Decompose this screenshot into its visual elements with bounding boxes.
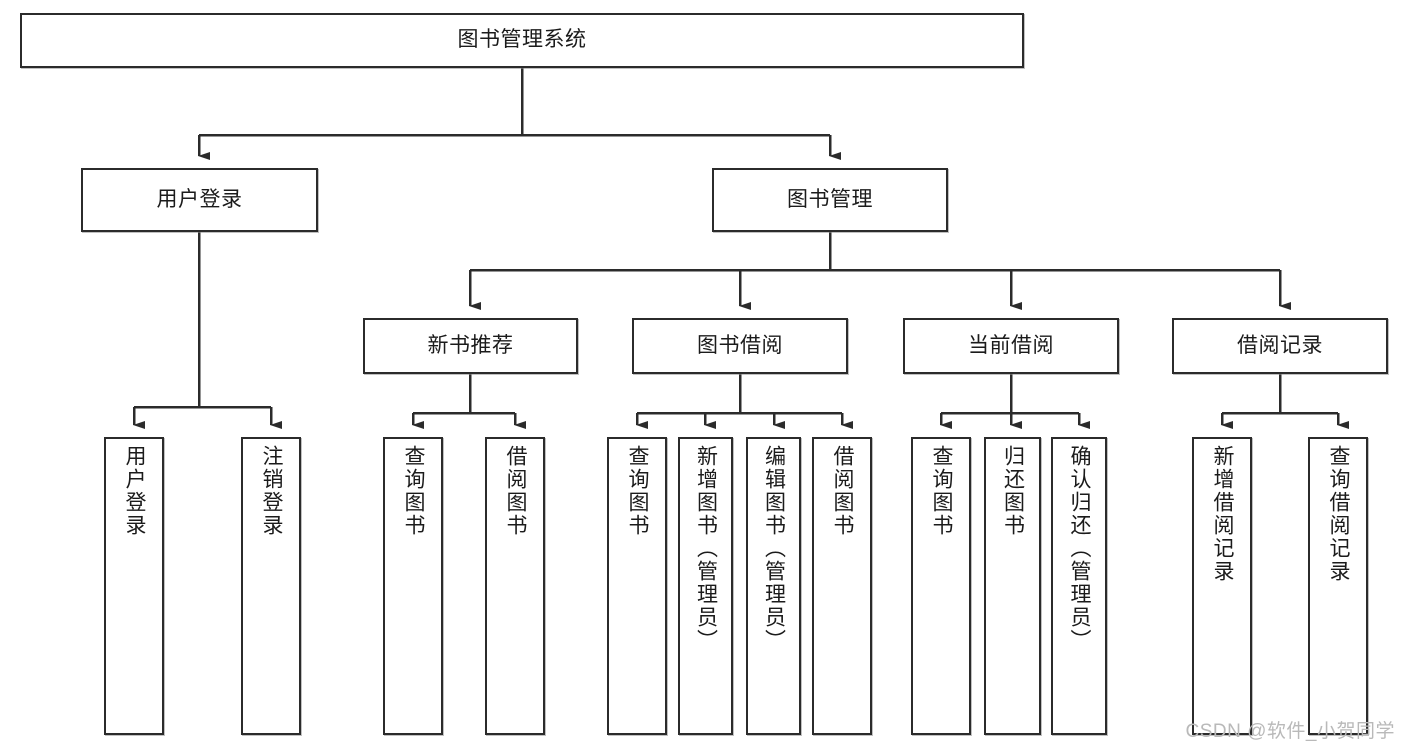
node-label: 借阅记录	[1237, 333, 1323, 357]
node-label: 新增图书（管理员）	[694, 445, 718, 652]
node-label: 图书管理	[787, 187, 873, 211]
node-label: 用户登录	[123, 445, 147, 537]
node-leaf-add-borrow-record[interactable]: 新增借阅记录	[1192, 437, 1252, 735]
watermark: CSDN @软件_小贺同学	[1185, 721, 1395, 742]
node-leaf-query-borrow-record[interactable]: 查询借阅记录	[1308, 437, 1368, 735]
node-label: 图书管理系统	[457, 28, 587, 52]
node-borrow-record[interactable]: 借阅记录	[1172, 318, 1388, 374]
node-leaf-return-book[interactable]: 归还图书	[984, 437, 1041, 735]
node-user-login[interactable]: 用户登录	[81, 168, 318, 232]
node-book-management[interactable]: 图书管理	[712, 168, 948, 232]
node-label: 新书推荐	[427, 333, 514, 357]
node-label: 查询图书	[402, 445, 426, 537]
node-book-borrow[interactable]: 图书借阅	[632, 318, 848, 374]
node-label: 新增借阅记录	[1211, 445, 1235, 583]
node-current-borrow[interactable]: 当前借阅	[903, 318, 1119, 374]
node-label: 查询图书	[626, 445, 650, 537]
node-leaf-query-book-newbook[interactable]: 查询图书	[383, 437, 443, 735]
node-label: 确认归还（管理员）	[1068, 445, 1092, 652]
node-leaf-borrow-book[interactable]: 借阅图书	[812, 437, 872, 735]
node-label: 借阅图书	[831, 445, 855, 537]
node-new-book-recommendation[interactable]: 新书推荐	[363, 318, 578, 374]
node-leaf-add-book-admin[interactable]: 新增图书（管理员）	[678, 437, 733, 735]
node-leaf-logout[interactable]: 注销登录	[241, 437, 301, 735]
node-label: 归还图书	[1001, 445, 1025, 537]
node-leaf-query-book-current[interactable]: 查询图书	[911, 437, 971, 735]
node-leaf-query-book-borrow[interactable]: 查询图书	[607, 437, 667, 735]
node-label: 借阅图书	[504, 445, 528, 537]
node-root-book-management-system[interactable]: 图书管理系统	[20, 13, 1024, 68]
node-leaf-confirm-return-admin[interactable]: 确认归还（管理员）	[1051, 437, 1107, 735]
node-label: 图书借阅	[697, 333, 783, 357]
node-label: 当前借阅	[968, 333, 1054, 357]
node-label: 用户登录	[156, 187, 243, 211]
node-leaf-borrow-book-newbook[interactable]: 借阅图书	[485, 437, 545, 735]
node-leaf-edit-book-admin[interactable]: 编辑图书（管理员）	[746, 437, 801, 735]
node-leaf-user-login[interactable]: 用户登录	[104, 437, 164, 735]
node-label: 查询借阅记录	[1327, 445, 1351, 583]
node-label: 编辑图书（管理员）	[762, 445, 786, 652]
node-label: 注销登录	[260, 445, 284, 537]
node-label: 查询图书	[930, 445, 954, 537]
